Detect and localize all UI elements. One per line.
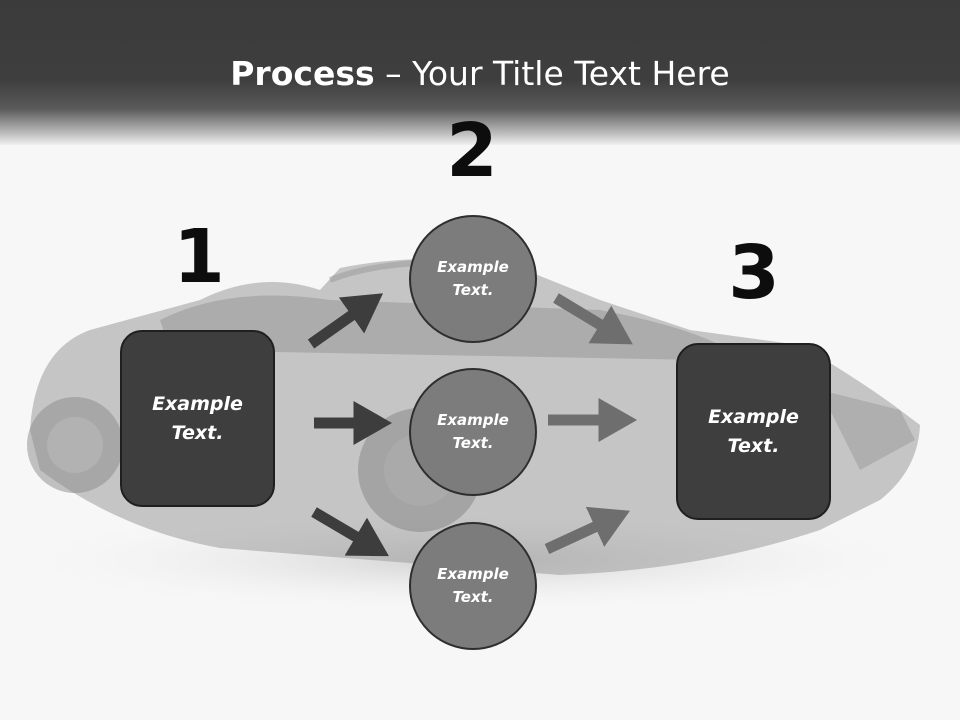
step-3-box: Example Text. [676, 343, 831, 520]
arrow-circle1-to-box3 [553, 293, 633, 345]
circle-top-label: Example Text. [437, 258, 509, 299]
circle-bottom-label: Example Text. [437, 565, 509, 606]
arrow-circle3-to-box3 [544, 506, 630, 554]
step-2-circle-bottom: Example Text. [409, 522, 537, 650]
step-2-circle-top: Example Text. [409, 215, 537, 343]
title-bold: Process [230, 54, 375, 93]
step-number-3: 3 [728, 230, 780, 316]
header-bar [0, 0, 960, 145]
step-1-box: Example Text. [120, 330, 275, 507]
step-number-1: 1 [173, 214, 225, 300]
arrow-box1-to-circle3 [311, 507, 389, 557]
circle-middle-label: Example Text. [437, 411, 509, 452]
step-3-label: Example Text. [708, 405, 799, 457]
page-title: Process – Your Title Text Here [0, 52, 960, 96]
arrow-box1-to-circle1 [307, 293, 383, 349]
step-number-2: 2 [446, 108, 498, 194]
step-2-circle-middle: Example Text. [409, 368, 537, 496]
step-1-label: Example Text. [152, 392, 243, 444]
title-rest: – Your Title Text Here [374, 54, 730, 93]
